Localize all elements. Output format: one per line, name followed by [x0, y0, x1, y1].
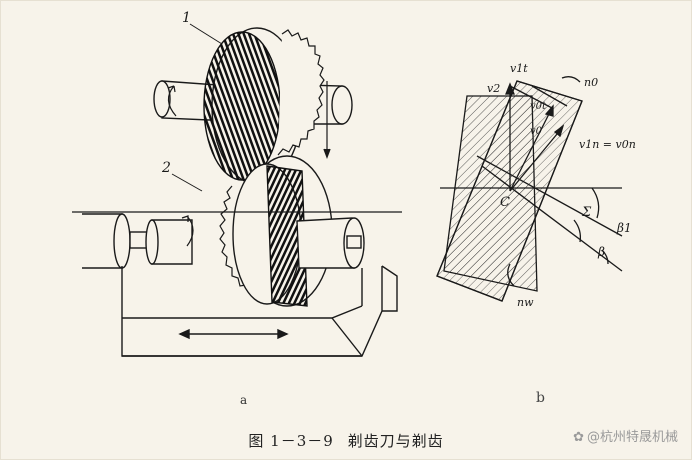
label-gear-1: 1: [182, 10, 191, 26]
label-beta: β: [597, 245, 605, 259]
label-beta1: β1: [616, 221, 632, 235]
label-gear-2: 2: [161, 160, 171, 176]
subfigure-label-a: a: [240, 393, 248, 407]
label-sigma: Σ: [581, 205, 592, 220]
label-v1n-eq: v1n = v0n: [579, 138, 636, 151]
flower-icon: ✿: [573, 430, 584, 445]
subfigure-label-b: b: [536, 390, 545, 406]
shaving-diagram: 1 2 v1t v2 n0: [72, 10, 636, 357]
label-v0: v0: [530, 126, 543, 137]
watermark: ✿@杭州特晟机械: [573, 426, 678, 445]
label-v0t: v0t: [530, 101, 547, 112]
machine-table: [121, 265, 398, 357]
work-gear: [219, 155, 333, 307]
label-nw: nw: [517, 296, 534, 309]
label-v1t: v1t: [510, 62, 528, 75]
figure-b: [436, 76, 623, 302]
velocity-vectors: [505, 82, 568, 192]
figure-caption: 图 1－3－9 剃齿刀与剃齿: [0, 430, 692, 451]
figure-number: 图 1－3－9: [248, 432, 334, 450]
shaving-cutter: [203, 27, 325, 185]
label-v2: v2: [487, 82, 500, 95]
figure-title: 剃齿刀与剃齿: [347, 432, 444, 450]
label-n0: n0: [584, 76, 598, 89]
figure-b-labels: v1t v2 n0 v0t v0 v1n = v0n C Σ β1 β nw: [487, 62, 636, 309]
label-c: C: [500, 195, 510, 210]
figure-a: [72, 23, 402, 357]
table-motion-arrow: [178, 328, 289, 340]
watermark-text: @杭州特晟机械: [586, 430, 678, 445]
